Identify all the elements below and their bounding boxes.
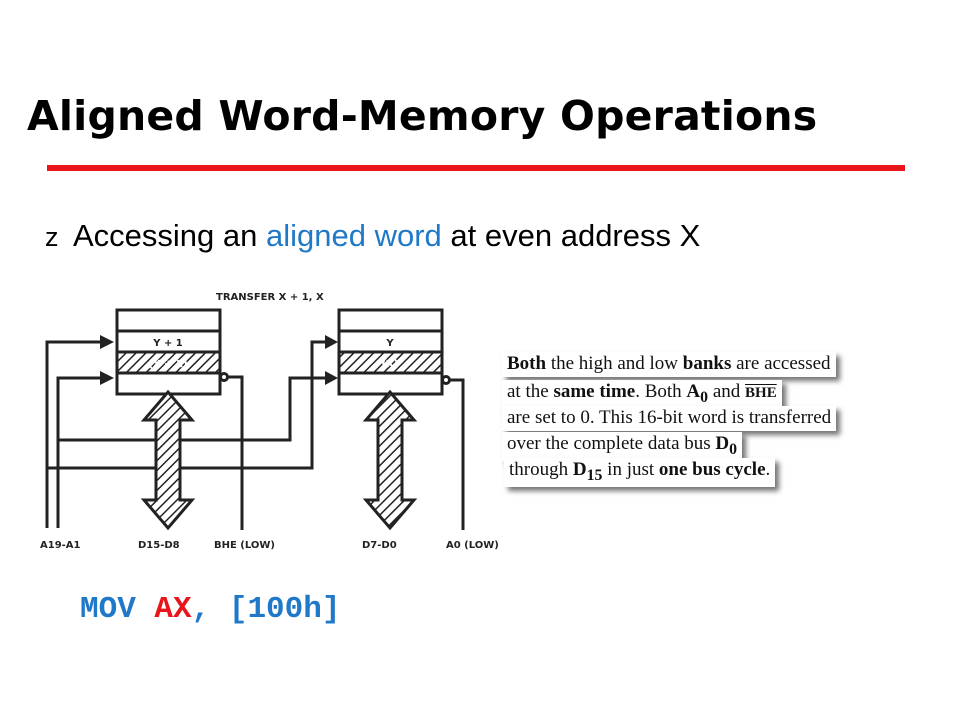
bullet-line: z Accessing an aligned word at even addre…: [45, 218, 700, 254]
explanation-line-3: are set to 0. This 16-bit word is transf…: [502, 406, 837, 431]
high-bank-addr-cell: (X + 1): [148, 359, 187, 370]
bullet-highlight: aligned word: [266, 218, 442, 253]
high-data-bus-arrow: [140, 389, 196, 531]
transfer-label: TRANSFER X + 1, X: [216, 292, 324, 303]
code-line: MOV AX, [100h]: [80, 592, 340, 627]
bullet-text-before: Accessing an: [73, 218, 266, 253]
code-op: MOV: [80, 592, 155, 627]
explanation-line-1: Both the high and low banks are accessed: [502, 352, 836, 377]
explanation-line-5: through D15 in just one bus cycle.: [504, 458, 776, 487]
bullet-marker: z: [45, 222, 59, 252]
bhe-label: BHE (LOW): [214, 540, 275, 551]
explanation-line-2: at the same time. Both A0 and BHE: [502, 380, 782, 409]
page-title: Aligned Word-Memory Operations: [27, 92, 818, 140]
low-bank-top-cell: Y: [385, 338, 394, 349]
low-bank-addr-cell: (X): [382, 359, 399, 370]
high-bank-top-cell: Y + 1: [152, 338, 183, 349]
a0-label: A0 (LOW): [446, 540, 499, 551]
code-operand: , [100h]: [191, 592, 341, 627]
addr-bus-label: A19-A1: [40, 540, 81, 551]
high-data-label: D15-D8: [138, 540, 180, 551]
bullet-text-after: at even address X: [441, 218, 701, 253]
explanation-line-4: over the complete data bus D0: [502, 432, 743, 461]
memory-bank-diagram: TRANSFER X + 1, X Y + 1 (X + 1) Y (X) A1…: [40, 292, 499, 551]
low-data-label: D7-D0: [362, 540, 397, 551]
title-underline: [47, 165, 905, 171]
low-data-bus-arrow: [362, 389, 418, 531]
code-register: AX: [154, 592, 192, 627]
